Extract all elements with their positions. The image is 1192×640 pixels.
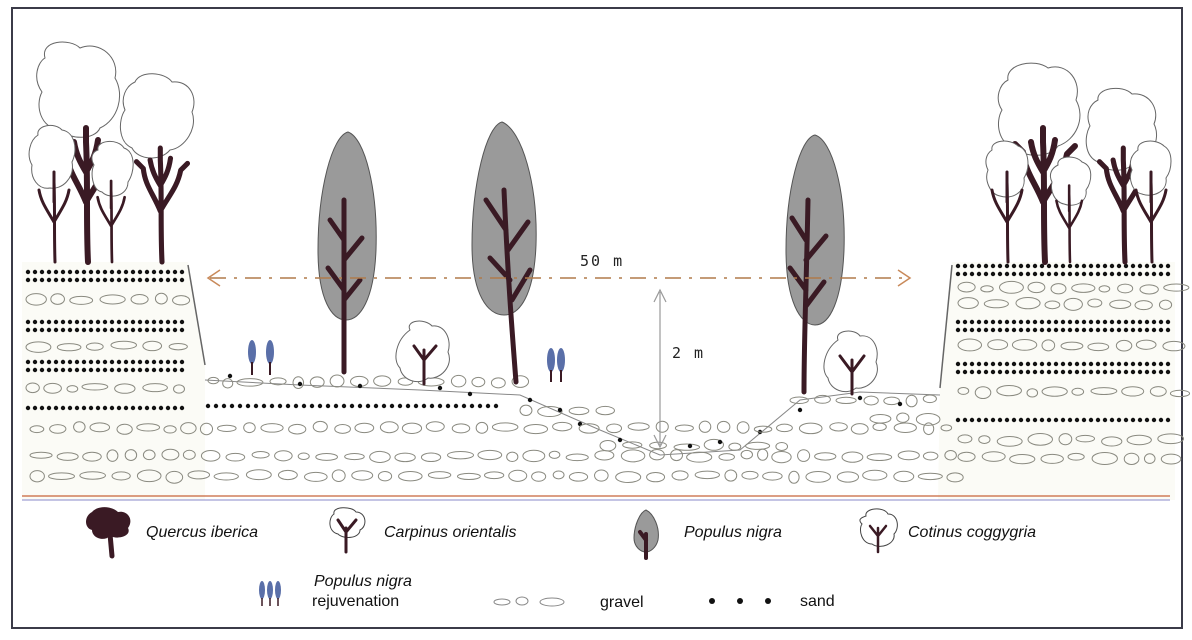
quercus-icon [86,507,130,556]
populus-icon [634,510,658,558]
poplar-tree-2 [472,122,536,382]
legend-rejuvenation: Populus nigra rejuvenation [259,573,412,610]
legend-gravel-label: gravel [600,594,644,611]
carpinus-tree-left-1 [29,125,75,262]
right-terrace [938,262,1190,500]
legend: Quercus iberica Carpinus orientalis Popu… [86,507,1036,611]
carpinus-icon [330,508,365,552]
carpinus-tree-left-2 [92,141,133,262]
cotinus-shrub-2 [824,331,878,394]
gravel-icon [494,597,564,606]
left-terrace [22,262,205,500]
sand-icon [709,598,771,604]
legend-carpinus: Carpinus orientalis [330,508,517,552]
legend-rejuvenation-label-2: rejuvenation [312,593,399,610]
left-forest [29,42,194,262]
carpinus-tree-right-2 [1050,157,1090,262]
carpinus-tree-right-3 [1130,141,1171,262]
legend-quercus: Quercus iberica [86,507,258,556]
right-forest [986,63,1171,262]
legend-quercus-label: Quercus iberica [146,524,258,541]
poplar-rejuvenation-2 [547,348,565,382]
legend-sand-label: sand [800,593,835,610]
cotinus-icon [860,509,897,552]
legend-gravel: gravel [494,594,644,611]
legend-cotinus: Cotinus coggygria [860,509,1036,552]
legend-cotinus-label: Cotinus coggygria [908,524,1036,541]
channel-gravel [208,375,940,451]
carpinus-tree-right-1 [986,141,1028,262]
legend-rejuvenation-label-1: Populus nigra [314,573,412,590]
legend-sand: sand [709,593,835,610]
legend-populus-label: Populus nigra [684,524,782,541]
depth-label: 2 m [672,344,705,362]
legend-carpinus-label: Carpinus orientalis [384,524,517,541]
cotinus-shrub-1 [396,321,450,384]
legend-populus: Populus nigra [634,510,782,558]
poplar-rejuvenation-1 [248,340,274,375]
depth-dimension: 2 m [654,290,705,447]
width-label: 50 m [580,252,624,270]
poplar-tree-1 [318,132,376,372]
rejuvenation-icon [259,581,281,606]
